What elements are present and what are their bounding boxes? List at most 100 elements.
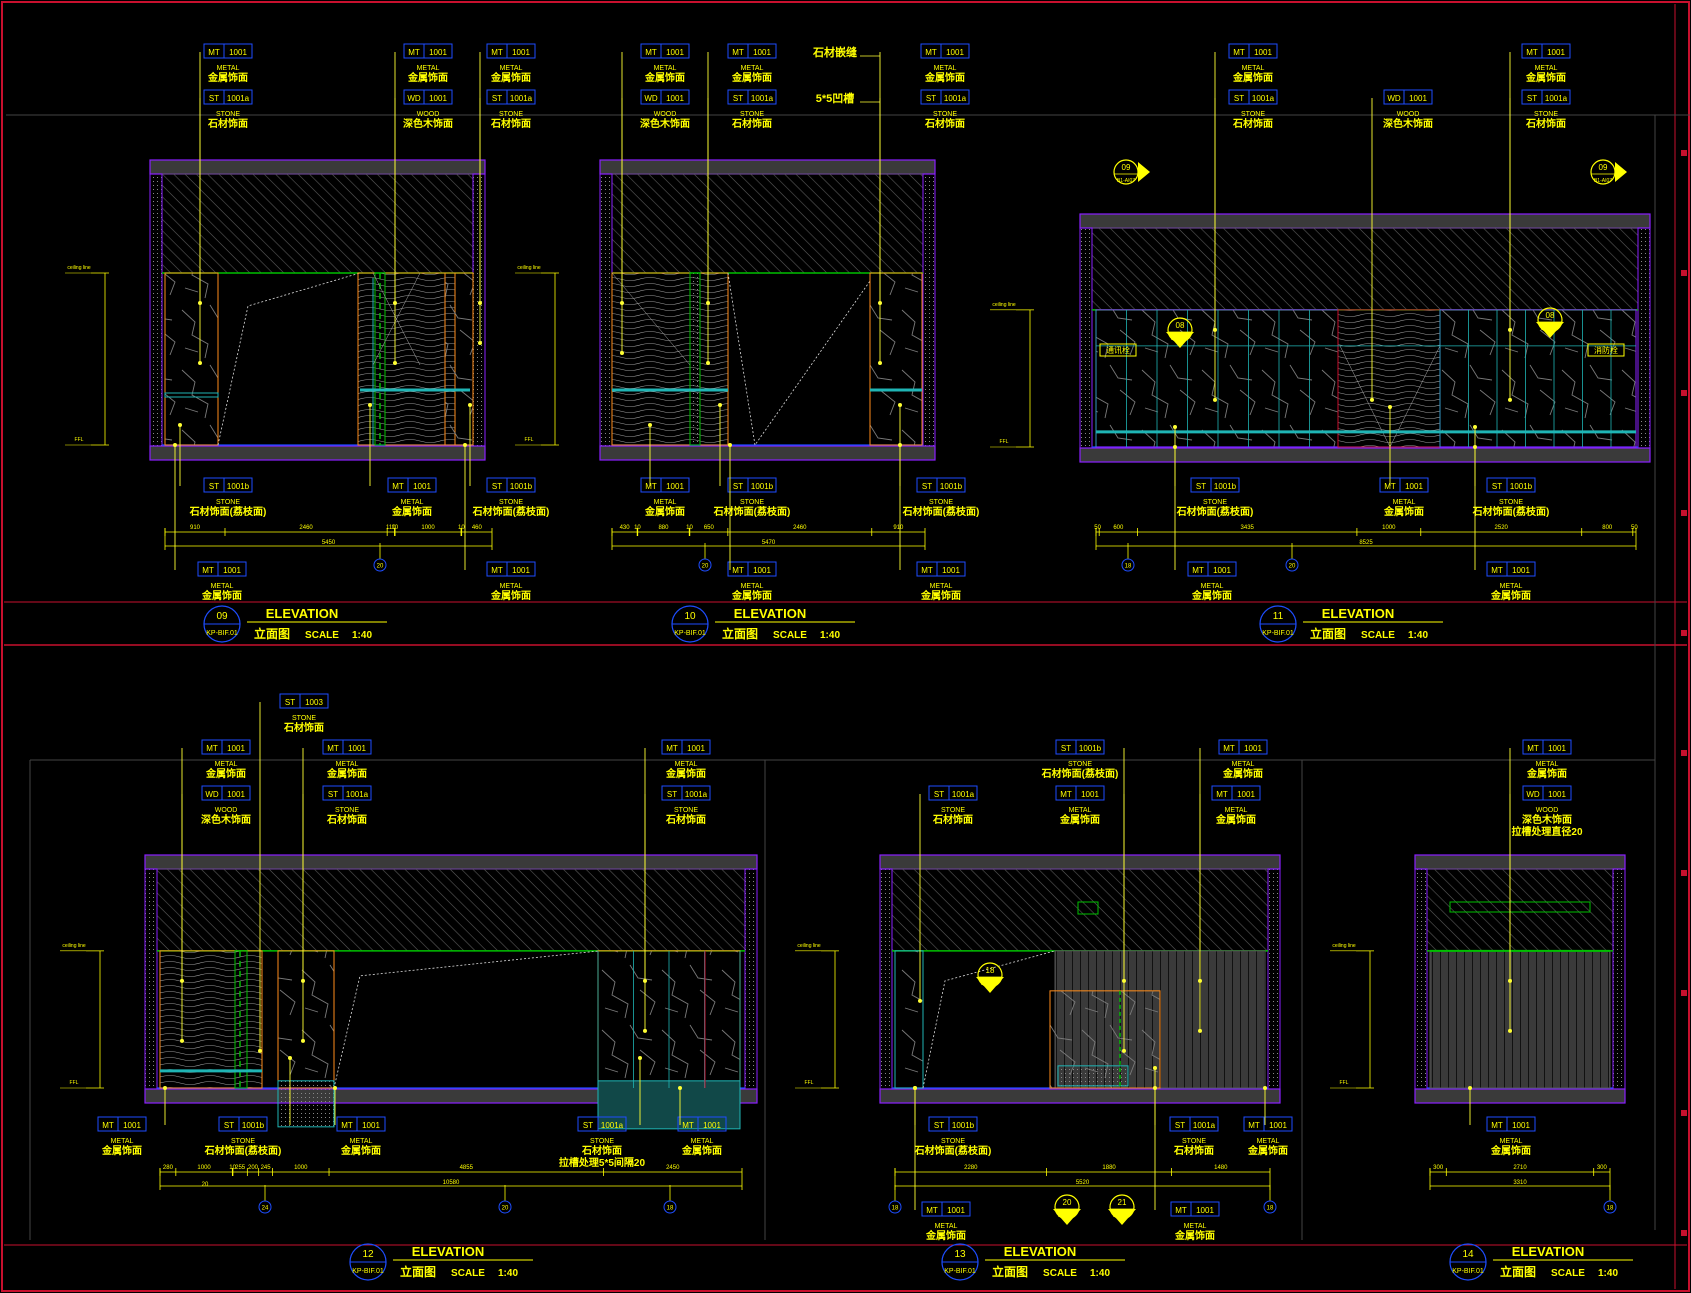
grid-label: 20 — [1289, 564, 1296, 570]
dim-value: 1000 — [294, 1165, 308, 1171]
tag-code: ST — [922, 482, 932, 491]
tag-num-box — [940, 43, 970, 59]
tag-material-cn: 金属饰面 — [326, 767, 367, 780]
dim-value: 600 — [1113, 525, 1124, 531]
grid-bubble — [1121, 558, 1135, 572]
tag-num-box — [223, 477, 253, 493]
tag-code: WD — [644, 94, 658, 103]
grid-label: 20 — [377, 564, 384, 570]
dim-total: 10580 — [443, 1180, 460, 1186]
tag-material-en: METAL — [500, 65, 523, 72]
section-marker-ref: B1-AI07 — [981, 981, 999, 987]
scale-word: SCALE — [1043, 1268, 1077, 1279]
floor-level-label: FFL — [525, 437, 534, 443]
side-tag-box — [1099, 343, 1137, 357]
dim-total: 3310 — [1513, 1180, 1527, 1186]
leader-dot — [638, 1056, 642, 1060]
scale-word: SCALE — [1551, 1268, 1585, 1279]
elevation-09 — [149, 159, 486, 461]
tag-code: MT — [208, 48, 220, 57]
tag-code: MT — [1192, 566, 1204, 575]
tag-material-en: STONE — [1241, 111, 1265, 118]
tag-material-en: METAL — [1535, 65, 1558, 72]
ceiling-slab — [1414, 854, 1626, 870]
tag-num-box — [506, 477, 536, 493]
section-marker-label: 08 — [1176, 321, 1185, 330]
tag-num-box — [1542, 739, 1572, 755]
side-tag-text: 通讯栓 — [1106, 345, 1130, 355]
scale-word: SCALE — [305, 630, 339, 641]
tag-material-en: STONE — [231, 1138, 255, 1145]
tag-code: MT — [926, 1206, 938, 1215]
tag-code: MT — [1233, 48, 1245, 57]
tag-num-box — [1238, 739, 1268, 755]
dim-value: 800 — [1602, 525, 1613, 531]
tag-code: MT — [408, 48, 420, 57]
section-marker-arrow — [1108, 1209, 1136, 1225]
ceiling-slab — [144, 854, 758, 870]
tag-num: 1001a — [227, 94, 250, 103]
dim-total: 5520 — [1076, 1180, 1090, 1186]
leader-dot — [718, 403, 722, 407]
leader-dot — [1173, 425, 1177, 429]
tag-material-en: METAL — [654, 65, 677, 72]
tag-material-cn: 石材饰面(荔枝面) — [472, 505, 550, 518]
dim-value: 2460 — [299, 525, 313, 531]
tag-code: ST — [224, 1121, 234, 1130]
dim-value: 910 — [190, 525, 201, 531]
grooved-stone-base — [597, 1080, 741, 1130]
elevation-subtitle: 立面图 — [722, 626, 758, 641]
wood-panel — [357, 272, 456, 446]
tag-num-box — [597, 1116, 627, 1132]
dim-total: 5470 — [762, 540, 776, 546]
tag-material-cn: 金属饰面 — [340, 1144, 381, 1157]
section-marker-label: 20 — [1063, 1198, 1072, 1207]
tag-material-cn: 深色木饰面 — [1522, 813, 1572, 826]
tag-num: 1001a — [751, 94, 774, 103]
dim-chain-10: 430108801065024609105470 — [611, 525, 926, 550]
tag-num-box — [1207, 561, 1237, 577]
ceiling-slab — [599, 159, 936, 175]
elevation-13 — [879, 854, 1281, 1104]
scale-word: SCALE — [451, 1268, 485, 1279]
sheet-reference: KP-BIF.01 — [674, 630, 706, 637]
tag-num: 1001 — [429, 48, 447, 57]
leader-dot — [198, 361, 202, 365]
sheet-reference: KP-BIF.01 — [944, 1268, 976, 1275]
tag-num: 1001 — [942, 566, 960, 575]
tag-num-box — [342, 739, 372, 755]
tag-num: 1001 — [666, 48, 684, 57]
leader-dot — [648, 423, 652, 427]
tag-code: MT — [1526, 48, 1538, 57]
tag-material-en: STONE — [740, 111, 764, 118]
tag-code: MT — [925, 48, 937, 57]
floor-level-label: FFL — [805, 1080, 814, 1086]
tag-num-box — [407, 477, 437, 493]
dim-value: 245 — [261, 1165, 272, 1171]
section-marker-arrow — [1166, 332, 1194, 348]
leader-dot — [393, 361, 397, 365]
tag-material-cn: 金属饰面 — [681, 1144, 722, 1157]
tag-num-box — [936, 477, 966, 493]
tag-code: MT — [645, 482, 657, 491]
tag-material-en: METAL — [741, 583, 764, 590]
tag-material-en: STONE — [941, 807, 965, 814]
margin-tick — [1681, 870, 1687, 876]
annotation-text: ceiling lineFFL2009KP-BIF.01ELEVATION立面图… — [62, 45, 1618, 1279]
tag-code: MT — [206, 744, 218, 753]
tag-material-en: STONE — [1068, 761, 1092, 768]
dim-value: 2450 — [666, 1165, 680, 1171]
tag-num-box — [1541, 43, 1571, 59]
ceiling-slab — [1079, 213, 1651, 229]
metal-strip — [689, 272, 701, 446]
tag-num: 1001a — [510, 94, 533, 103]
